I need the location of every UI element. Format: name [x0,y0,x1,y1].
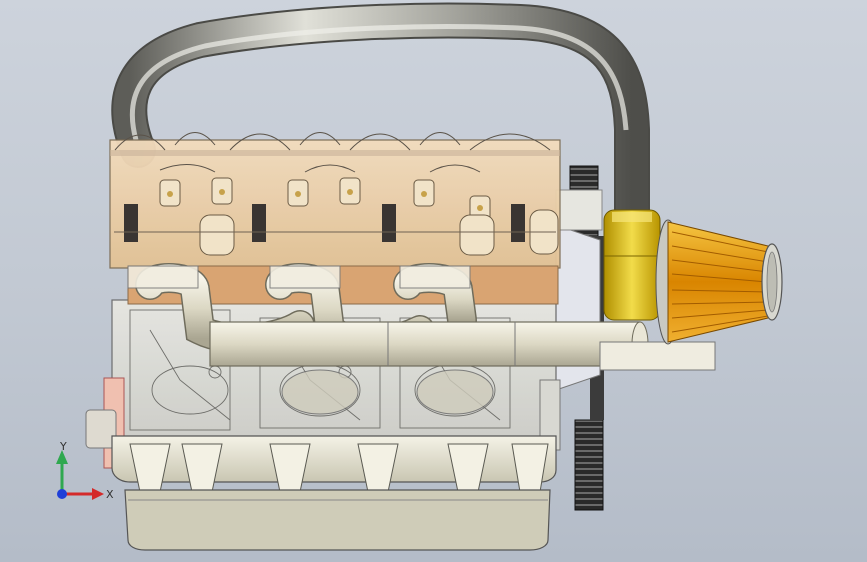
triad-x-axis-icon [62,488,104,500]
triad-y-axis-icon [56,450,68,494]
intake-pipe[interactable] [111,2,650,233]
triad-origin-icon [57,489,67,499]
air-filter[interactable] [655,219,783,345]
exhaust-manifold[interactable] [127,263,716,371]
intake-elbow[interactable] [603,209,661,321]
cylinder-head[interactable] [109,132,561,305]
triad-y-label: Y [59,440,67,453]
orientation-triad: Y X [56,440,114,501]
oil-pan[interactable] [111,435,557,551]
triad-x-label: X [106,488,114,501]
